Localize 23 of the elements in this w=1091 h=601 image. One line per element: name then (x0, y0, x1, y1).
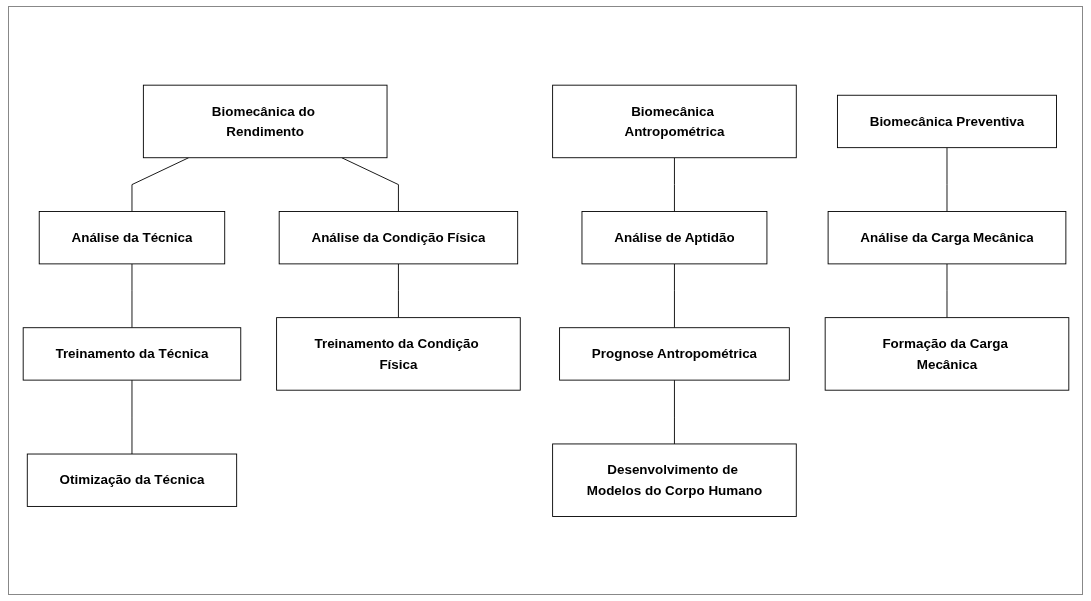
node-box: Análise da Condição Física (278, 210, 518, 264)
node-box: Análise de Aptidão (581, 210, 767, 264)
node-box: Biomecânica do Rendimento (142, 84, 387, 158)
node-box: Formação da Carga Mecânica (824, 316, 1069, 391)
node-box: Biomecânica Antropométrica (551, 84, 797, 158)
connector (340, 156, 399, 212)
node-box: Treinamento da Técnica (22, 326, 241, 381)
node-box: Biomecânica Preventiva (836, 94, 1057, 148)
connector (131, 379, 132, 455)
connector (673, 156, 675, 212)
node-box: Prognose Antropométrica (558, 326, 790, 381)
node-box: Desenvolvimento de Modelos do Corpo Humano (551, 443, 797, 517)
connector (673, 263, 675, 328)
connector (673, 379, 675, 445)
connector (946, 263, 947, 318)
node-box: Otimização da Técnica (26, 453, 237, 507)
connector (131, 156, 189, 212)
node-box: Análise da Técnica (38, 210, 225, 264)
connector (131, 263, 132, 328)
connector (946, 146, 947, 212)
node-box: Treinamento da Condição Física (275, 316, 521, 391)
connector (397, 263, 399, 318)
node-box: Análise da Carga Mecânica (827, 210, 1066, 264)
